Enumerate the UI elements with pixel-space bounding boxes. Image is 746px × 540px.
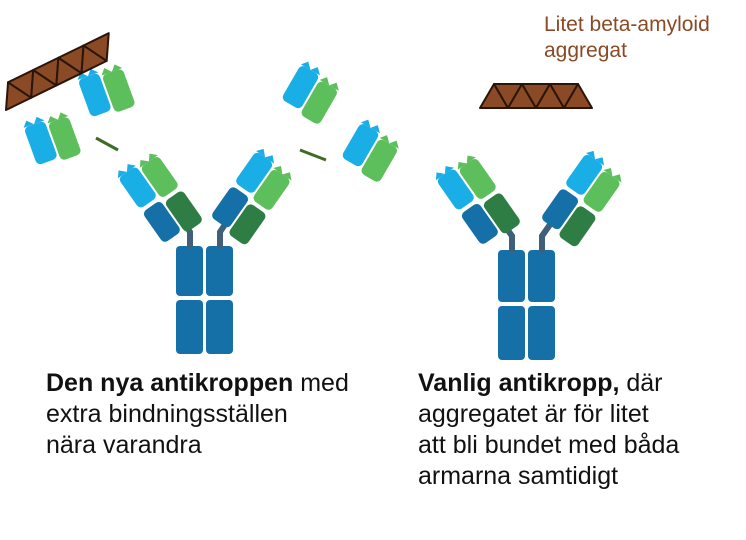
ordinary-antibody-caption-bold: Vanlig antikropp, (418, 369, 620, 397)
new-antibody-caption-line-3: nära varandra (46, 431, 202, 459)
ordinary-antibody-caption-line-4: armarna samtidigt (418, 462, 619, 490)
amyloid-label: Litet beta-amyloid aggregat (544, 12, 710, 64)
amyloid-label-line-2: aggregat (544, 39, 627, 62)
amyloid-label-line-1: Litet beta-amyloid (544, 13, 710, 36)
ordinary-antibody-caption-line-1: Vanlig antikropp, där (418, 368, 738, 399)
ordinary-antibody-caption-line-2: aggregatet är för litet (418, 400, 649, 428)
right-fab-arm-2 (537, 148, 628, 249)
new-antibody-caption-bold: Den nya antikroppen (46, 369, 294, 397)
new-antibody-caption-line-2: extra bindningsställen (46, 400, 288, 428)
new-antibody-caption-line-1: Den nya antikroppen med (46, 368, 376, 399)
new-antibody-caption: Den nya antikroppen med extra bindningss… (46, 368, 376, 461)
left-fc-stem (176, 246, 233, 354)
extra-binding-site-4 (338, 117, 404, 184)
new-antibody (0, 32, 404, 354)
ordinary-antibody-caption: Vanlig antikropp, där aggregatet är för … (418, 368, 738, 492)
new-antibody-caption-rest: med (293, 369, 349, 397)
ordinary-antibody-caption-rest: där (619, 369, 663, 397)
free-amyloid-aggregate (479, 83, 593, 109)
right-fc-stem (498, 250, 555, 360)
extra-binding-site-1 (21, 106, 82, 170)
ordinary-antibody (432, 83, 628, 360)
ordinary-antibody-caption-line-3: att bli bundet med båda (418, 431, 680, 459)
extra-binding-site-3 (278, 59, 344, 126)
